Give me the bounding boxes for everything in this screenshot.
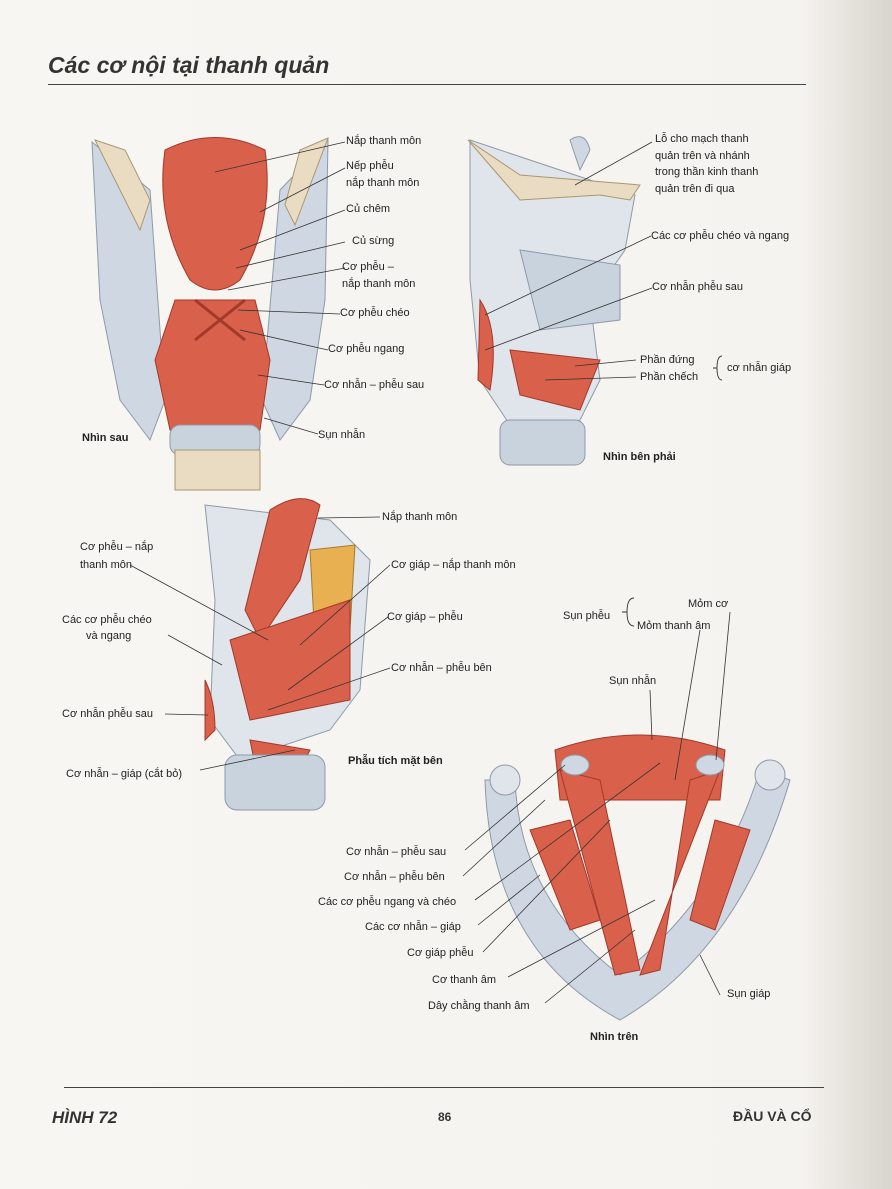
label-sun-giap: Sụn giáp: [727, 988, 771, 1000]
label-nep-pheu: Nếp phễu: [346, 160, 394, 172]
label-co-pheu-cheo: Cơ phễu chéo: [340, 307, 410, 319]
label-co-pheu-ngang: Cơ phễu ngang: [328, 343, 405, 355]
label-co-nhan-giap: cơ nhẫn giáp: [727, 362, 792, 374]
label-co-pheu-nap: Cơ phễu –: [342, 261, 394, 273]
label-day-chang-thanh-am: Dây chằng thanh âm: [428, 1000, 530, 1012]
label-cac-co-pheu-cheo-ngang: Các cơ phễu chéo và ngang: [651, 230, 790, 242]
caption-lateral-dissection: Phẫu tích mặt bên: [348, 755, 443, 767]
label-nap-thanh-mon: Nắp thanh môn: [346, 135, 422, 147]
figure-dissection-illustration: [204, 498, 371, 811]
page-number: 86: [438, 1110, 452, 1124]
label-co-thanh-am: Cơ thanh âm: [432, 974, 497, 986]
label-co-giap-nap: Cơ giáp – nắp thanh môn: [391, 559, 516, 571]
label-lo-mach-2: quản trên và nhánh: [655, 150, 750, 162]
leader-lines: [129, 141, 731, 1004]
label-mom-co: Mỏm cơ: [688, 598, 729, 610]
label-lo-mach-3: trong thần kinh thanh: [655, 166, 759, 178]
label-sun-nhan: Sụn nhẫn: [318, 429, 366, 441]
label-nep-pheu-2: nắp thanh môn: [346, 177, 420, 189]
label-sun-pheu: Sụn phễu: [563, 610, 611, 622]
label-cac-co-pheu-cheo-3b: và ngang: [86, 630, 132, 642]
label-phan-dung: Phần đứng: [640, 354, 695, 366]
label-co-nhan-pheu-ben: Cơ nhẫn – phễu bên: [391, 662, 492, 674]
label-co-pheu-nap-3b: thanh môn: [80, 559, 132, 571]
figure-superior-illustration: [484, 734, 791, 1021]
label-cac-co-pheu-ngang-cheo: Các cơ phễu ngang và chéo: [318, 896, 457, 908]
label-co-giap-pheu: Cơ giáp – phễu: [387, 611, 463, 623]
figure-lateral-illustration: [467, 136, 641, 466]
label-mom-thanh-am: Mỏm thanh âm: [637, 620, 711, 632]
caption-superior-view: Nhìn trên: [590, 1031, 639, 1043]
label-cu-sung: Củ sừng: [352, 235, 395, 247]
label-co-nhan-pheu-sau-3: Cơ nhẫn phễu sau: [62, 708, 154, 720]
title-rule: [48, 84, 806, 85]
label-nap-thanh-mon-3: Nắp thanh môn: [382, 511, 458, 523]
label-co-pheu-nap-3: Cơ phễu – nắp: [80, 541, 154, 553]
figure-posterior-illustration: [91, 137, 329, 491]
caption-right-view: Nhìn bên phải: [603, 451, 676, 463]
label-co-nhan-pheu-sau-4: Cơ nhẫn – phễu sau: [346, 846, 447, 858]
page-title: Các cơ nội tại thanh quản: [48, 52, 330, 78]
label-co-nhan-pheu-sau: Cơ nhẫn – phễu sau: [324, 379, 425, 391]
section-title: ĐẦU VÀ CỔ: [733, 1108, 812, 1124]
caption-posterior-view: Nhìn sau: [82, 432, 129, 444]
bracket-marks: [622, 355, 723, 627]
label-co-pheu-nap-2: nắp thanh môn: [342, 278, 416, 290]
label-co-giap-pheu-4: Cơ giáp phễu: [407, 947, 474, 959]
label-sun-nhan-4: Sụn nhẫn: [609, 675, 657, 687]
label-cac-co-pheu-cheo-3: Các cơ phễu chéo: [62, 614, 152, 626]
label-cac-co-nhan-giap: Các cơ nhẫn – giáp: [365, 921, 461, 933]
figure-number: HÌNH 72: [52, 1108, 118, 1127]
label-lo-mach-4: quản trên đi qua: [655, 183, 735, 195]
label-co-nhan-pheu-sau-r: Cơ nhẫn phễu sau: [652, 281, 744, 293]
label-cu-chem: Củ chêm: [346, 203, 391, 215]
label-lo-mach-1: Lỗ cho mạch thanh: [655, 133, 749, 145]
label-phan-chech: Phần chếch: [640, 371, 699, 383]
footer-rule: [64, 1087, 824, 1088]
label-co-nhan-giap-cat-bo: Cơ nhẫn – giáp (cắt bỏ): [66, 768, 183, 780]
label-co-nhan-pheu-ben-4: Cơ nhẫn – phễu bên: [344, 871, 445, 883]
